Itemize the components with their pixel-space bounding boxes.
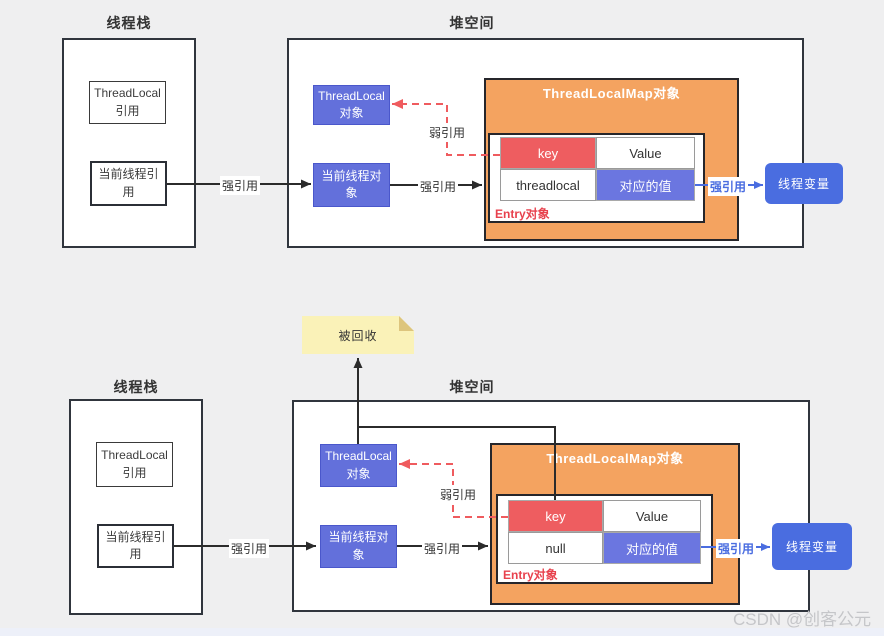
top-stack-box [62, 38, 196, 248]
bottom-heap-title: 堆空间 [449, 379, 495, 395]
bottom-entry-label: Entry对象 [503, 568, 558, 582]
bottom-cell-key: key [508, 500, 603, 532]
top-weak-ref-label: 弱引用 [427, 123, 468, 142]
bottom-cell-value-header: Value [603, 500, 701, 532]
bottom-stack-box [69, 399, 203, 615]
top-cell-value: 对应的值 [596, 169, 695, 201]
bottom-threadlocalmap-title: ThreadLocalMap对象 [546, 451, 684, 466]
top-threadlocal-ref-box: ThreadLocal 引用 [89, 81, 166, 124]
top-current-thread-ref-box: 当前线程引用 [90, 161, 167, 206]
bottom-strong-ref-label-1: 强引用 [229, 539, 270, 558]
bottom-stack-title: 线程栈 [113, 379, 159, 395]
top-cell-value-header: Value [596, 137, 695, 169]
top-current-thread-obj-box: 当前线程对象 [313, 163, 390, 207]
bottom-strong-ref-label-3: 强引用 [716, 539, 757, 558]
bottom-current-thread-obj-box: 当前线程对象 [320, 525, 397, 568]
watermark: CSDN @创客公元 [733, 610, 872, 629]
bottom-threadlocal-ref-box: ThreadLocal 引用 [96, 442, 173, 487]
bottom-weak-ref-label: 弱引用 [438, 485, 479, 504]
bottom-cell-null: null [508, 532, 603, 564]
top-thread-var-box: 线程变量 [765, 163, 843, 204]
bottom-current-thread-ref-box: 当前线程引用 [97, 524, 174, 568]
bottom-cell-value: 对应的值 [603, 532, 701, 564]
top-strong-ref-label-2: 强引用 [418, 177, 459, 196]
top-strong-ref-label-3: 强引用 [708, 177, 749, 196]
bottom-entry-table: key Value null 对应的值 [508, 500, 701, 564]
top-cell-threadlocal: threadlocal [500, 169, 596, 201]
top-threadlocalmap-title: ThreadLocalMap对象 [542, 86, 681, 101]
top-entry-table: key Value threadlocal 对应的值 [500, 137, 695, 201]
bottom-thread-var-box: 线程变量 [772, 523, 852, 570]
top-threadlocal-obj-box: ThreadLocal 对象 [313, 85, 390, 125]
footer-strip [0, 628, 884, 636]
top-entry-label: Entry对象 [495, 207, 550, 221]
top-cell-key: key [500, 137, 596, 169]
top-strong-ref-label-1: 强引用 [220, 176, 261, 195]
bottom-threadlocal-obj-box: ThreadLocal 对象 [320, 444, 397, 487]
recycled-note: 被回收 [302, 316, 414, 354]
top-stack-title: 线程栈 [106, 15, 152, 31]
bottom-strong-ref-label-2: 强引用 [422, 539, 463, 558]
top-heap-title: 堆空间 [449, 15, 495, 31]
